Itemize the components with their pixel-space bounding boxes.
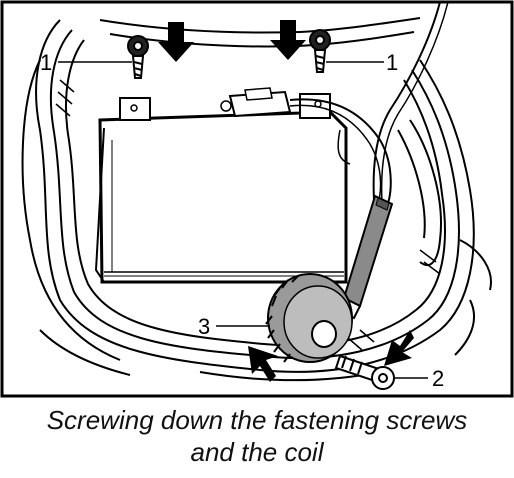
- control-unit-module: [94, 87, 348, 284]
- caption-line-1: Screwing down the fastening screws: [46, 405, 468, 435]
- coil-screw: [334, 354, 395, 390]
- ignition-coil: [265, 273, 353, 363]
- caption-line-2: and the coil: [190, 437, 324, 467]
- callout-2: 2: [432, 366, 444, 391]
- service-illustration: 1 1 3 2: [0, 0, 514, 398]
- callout-1-left: 1: [40, 50, 52, 75]
- callout-3: 3: [198, 314, 210, 339]
- push-arrow-top-left: [158, 22, 194, 62]
- door-panel: [21, 17, 492, 382]
- wiring-harness: [289, 1, 449, 211]
- panel-hatching: [55, 79, 441, 351]
- push-arrow-bottom-left: [248, 346, 278, 382]
- push-arrow-top-right: [270, 20, 306, 60]
- callout-leaders: [58, 61, 428, 379]
- push-arrow-right: [384, 330, 414, 366]
- fastening-screw-right: [309, 29, 331, 73]
- figure-caption: Screwing down the fastening screws and t…: [0, 404, 514, 468]
- fastening-screw-left: [127, 35, 149, 79]
- callout-1-right: 1: [386, 50, 398, 75]
